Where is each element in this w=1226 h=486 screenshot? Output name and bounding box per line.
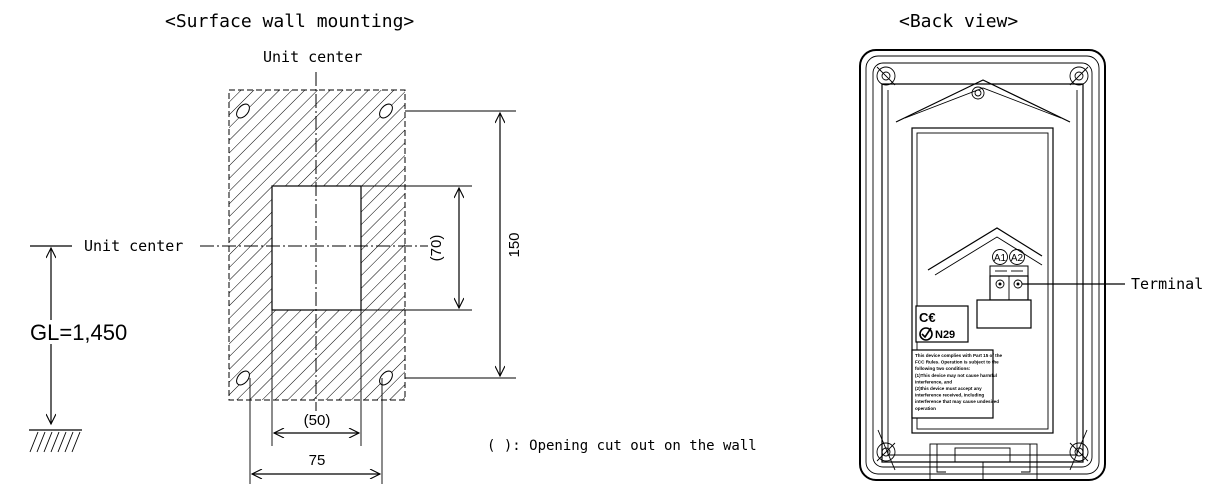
mounting-area bbox=[228, 89, 406, 401]
dimension-75-label: 75 bbox=[309, 452, 326, 469]
dimension-150-label: 150 bbox=[506, 232, 523, 257]
terminal-roof bbox=[927, 227, 1043, 271]
screw-hole-icon bbox=[236, 370, 250, 386]
c-tick-mark-icon bbox=[919, 327, 933, 341]
bottom-clip bbox=[929, 443, 1038, 481]
screw-hole-icon bbox=[379, 370, 393, 386]
fcc-text-line: FCC Rules. Operation is subject to the bbox=[915, 360, 999, 365]
back-view-section: <Back view> bbox=[859, 11, 1203, 481]
surface-title: <Surface wall mounting> bbox=[165, 11, 414, 32]
inner-panel bbox=[911, 127, 1054, 434]
dimension-50-label: (50) bbox=[304, 412, 331, 429]
ground-symbol bbox=[29, 429, 82, 453]
opening-legend-note: ( ): Opening cut out on the wall bbox=[487, 438, 757, 454]
ce-mark-icon: C€ bbox=[919, 310, 936, 325]
terminal-block bbox=[976, 265, 1032, 329]
fcc-text-line: (2)this device must accept any bbox=[915, 386, 982, 391]
fcc-text-line: (1)This device may not cause harmful bbox=[915, 373, 997, 378]
dimension-70-label: (70) bbox=[428, 235, 445, 262]
gl-label: GL=1,450 bbox=[30, 320, 127, 345]
corner-boss bbox=[876, 66, 1089, 462]
cert-code-label: N29 bbox=[935, 329, 955, 341]
fcc-text-line: This device complies with Part 15 of the bbox=[915, 353, 1002, 358]
surface-wall-mounting-section: <Surface wall mounting> Unit center Unit… bbox=[28, 11, 757, 484]
back-view-title: <Back view> bbox=[899, 11, 1018, 32]
top-screw-icon bbox=[971, 86, 985, 100]
fcc-text-line: interference that may cause undesired bbox=[915, 399, 999, 404]
unit-center-top-label: Unit center bbox=[263, 48, 362, 66]
fcc-text-line: following two conditions: bbox=[915, 366, 971, 371]
terminal-label: Terminal bbox=[1131, 275, 1203, 293]
fcc-text-line: interference received, including bbox=[915, 393, 984, 398]
fcc-text-block: This device complies with Part 15 of the… bbox=[915, 353, 1002, 411]
fcc-text-line: interference, and bbox=[915, 379, 952, 384]
top-gable bbox=[895, 79, 1071, 123]
a1-marker bbox=[992, 249, 1008, 265]
a2-label: A2 bbox=[1011, 253, 1024, 264]
unit-center-left-label: Unit center bbox=[84, 237, 183, 255]
fcc-text-line: operation bbox=[915, 406, 936, 411]
a1-label: A1 bbox=[994, 253, 1007, 264]
fcc-label bbox=[911, 349, 994, 419]
a2-marker bbox=[1009, 249, 1025, 265]
screw-hole-icon bbox=[236, 103, 250, 119]
screw-hole-icon bbox=[379, 103, 393, 119]
